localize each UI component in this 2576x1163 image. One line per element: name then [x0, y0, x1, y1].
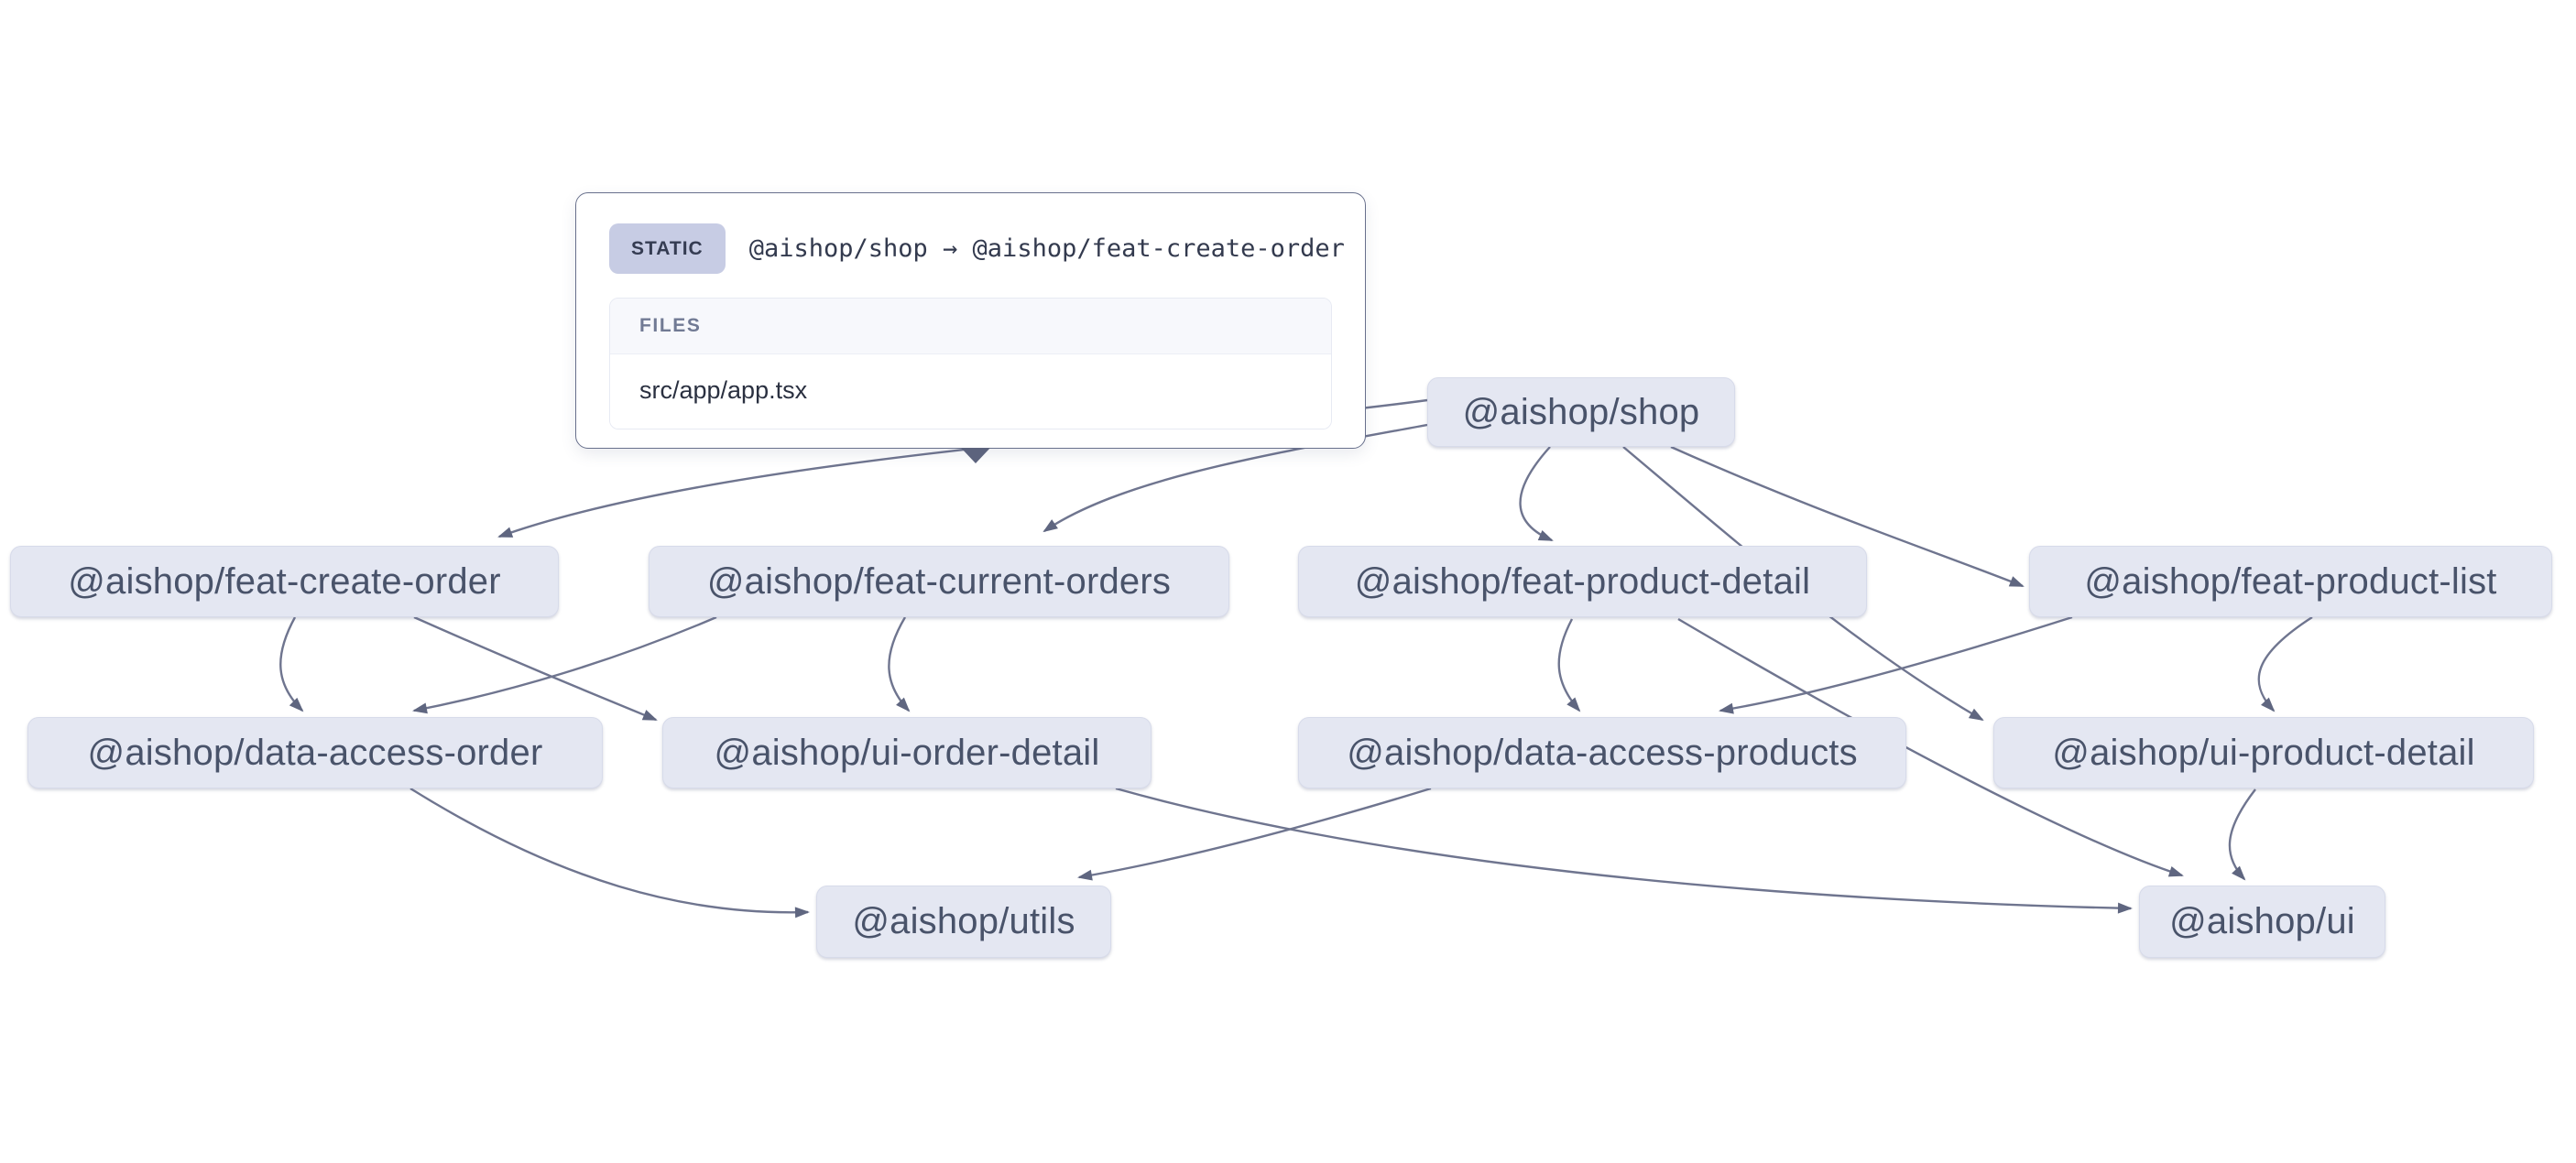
- graph-edge-feat-product-detail-to-data-access-products[interactable]: [1557, 618, 1581, 712]
- graph-node-utils[interactable]: @aishop/utils: [816, 886, 1111, 958]
- graph-edge-feat-product-list-to-data-access-products[interactable]: [1719, 615, 2073, 714]
- graph-node-feat-create-order[interactable]: @aishop/feat-create-order: [10, 546, 559, 617]
- graph-edge-feat-product-list-to-ui-product-detail[interactable]: [2257, 615, 2313, 712]
- graph-node-shop[interactable]: @aishop/shop: [1427, 377, 1735, 447]
- graph-edge-feat-current-orders-to-data-access-order[interactable]: [412, 615, 717, 714]
- graph-node-feat-product-detail[interactable]: @aishop/feat-product-detail: [1298, 546, 1867, 617]
- graph-node-data-access-order[interactable]: @aishop/data-access-order: [27, 717, 603, 788]
- graph-edge-feat-create-order-to-data-access-order[interactable]: [279, 616, 304, 712]
- graph-node-feat-product-list[interactable]: @aishop/feat-product-list: [2029, 546, 2552, 617]
- tooltip-header: STATIC @aishop/shop → @aishop/feat-creat…: [609, 219, 1345, 277]
- graph-edge-shop-to-feat-product-detail[interactable]: [1519, 446, 1554, 542]
- graph-edge-ui-product-detail-to-ui[interactable]: [2228, 788, 2256, 881]
- graph-node-ui[interactable]: @aishop/ui: [2139, 886, 2385, 958]
- graph-node-ui-order-detail[interactable]: @aishop/ui-order-detail: [662, 717, 1152, 788]
- file-path-item: src/app/app.tsx: [610, 354, 1331, 429]
- graph-edge-shop-to-feat-product-list[interactable]: [1670, 445, 2025, 588]
- graph-edge-data-access-products-to-utils[interactable]: [1077, 787, 1432, 881]
- graph-edge-ui-order-detail-to-ui[interactable]: [1115, 787, 2133, 914]
- files-panel: FILES src/app/app.tsx: [609, 298, 1332, 429]
- graph-edge-feat-current-orders-to-ui-order-detail[interactable]: [888, 616, 911, 712]
- graph-edge-feat-create-order-to-ui-order-detail[interactable]: [413, 615, 658, 722]
- graph-node-ui-product-detail[interactable]: @aishop/ui-product-detail: [1993, 717, 2534, 788]
- edge-type-badge: STATIC: [609, 223, 726, 274]
- files-panel-header: FILES: [610, 299, 1331, 354]
- graph-node-data-access-products[interactable]: @aishop/data-access-products: [1298, 717, 1906, 788]
- edge-tooltip: STATIC @aishop/shop → @aishop/feat-creat…: [575, 192, 1366, 463]
- graph-node-feat-current-orders[interactable]: @aishop/feat-current-orders: [649, 546, 1229, 617]
- tooltip-caret-icon: [961, 448, 990, 463]
- graph-edge-feat-product-detail-to-ui[interactable]: [1677, 617, 2184, 877]
- graph-edge-data-access-order-to-utils[interactable]: [409, 787, 810, 918]
- edge-label: @aishop/shop → @aishop/feat-create-order: [748, 234, 1345, 263]
